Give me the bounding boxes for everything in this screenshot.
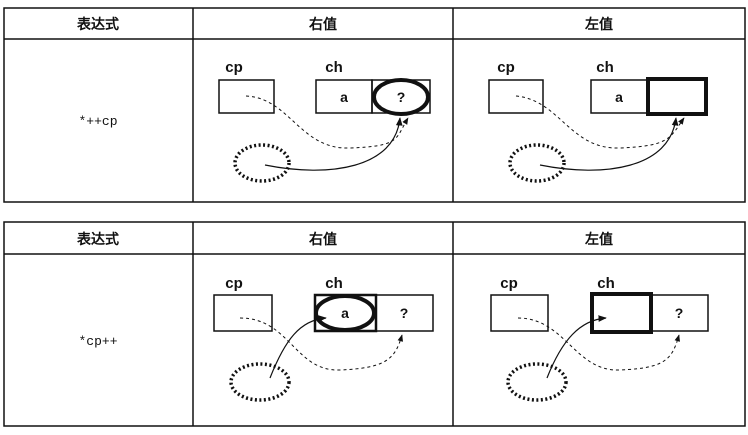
rvalue-highlight-ellipse [372,78,430,116]
ch-label: ch [325,275,343,292]
table-2-header-rvalue: 右值 [308,231,337,248]
table-1-header-lvalue: 左值 [584,16,613,33]
ch-label: ch [596,59,614,76]
table-1-header-expression: 表达式 [76,16,119,33]
pointer-arrow-solid [539,117,679,171]
cp-box [488,79,544,114]
temp-ellipse [233,143,291,183]
table-1: 表达式 右值 左值 *++cp cp ch a ? cp ch a [3,7,746,203]
temp-ellipse [506,362,568,402]
table-2-header-lvalue: 左值 [584,231,613,248]
ch-cell-2-value: ? [400,305,409,321]
cp-box [213,294,273,332]
table-1-header-rvalue: 右值 [308,16,337,33]
ch-cell-1-highlight [590,292,653,334]
table-1-expression: *++cp [78,114,117,129]
table-2-expression: *cp++ [78,334,117,349]
cp-label: cp [497,59,515,76]
rvalue-highlight-ellipse [314,294,376,332]
pointer-arrow-dashed [245,95,409,149]
pointer-arrow-solid [546,315,607,379]
table-2-rvalue-panel: cp ch a ? [213,275,434,402]
cp-label: cp [225,275,243,292]
pointer-arrow-dashed [515,95,685,149]
table-2-lvalue-panel: cp ch ? [490,275,709,402]
pointer-arrow-solid [264,117,403,171]
cp-box [218,79,275,114]
table-2: 表达式 右值 左值 *cp++ cp ch a ? cp ch ? [3,221,746,427]
cp-label: cp [500,275,518,292]
ch-label: ch [597,275,615,292]
temp-ellipse [229,362,291,402]
ch-cell-2-highlight [646,77,708,116]
ch-cell-1-value: a [341,305,349,321]
ch-label: ch [325,59,343,76]
pointer-arrow-dashed [239,317,403,371]
table-2-border [3,221,746,427]
ch-cell-2-value: ? [675,305,684,321]
table-1-rvalue-panel: cp ch a ? [218,59,431,183]
table-2-header-expression: 表达式 [76,231,119,248]
ch-cell-1-value: a [340,89,348,105]
temp-ellipse [508,143,566,183]
ch-cell-2-value: ? [397,89,406,105]
cp-label: cp [225,59,243,76]
ch-cell-2 [650,294,709,332]
ch-cell-1-value: a [615,89,623,105]
pointer-arrow-solid [269,315,327,379]
table-1-lvalue-panel: cp ch a [488,59,708,183]
cp-box [490,294,549,332]
table-1-border [3,7,746,203]
pointer-arrow-dashed [517,317,680,371]
